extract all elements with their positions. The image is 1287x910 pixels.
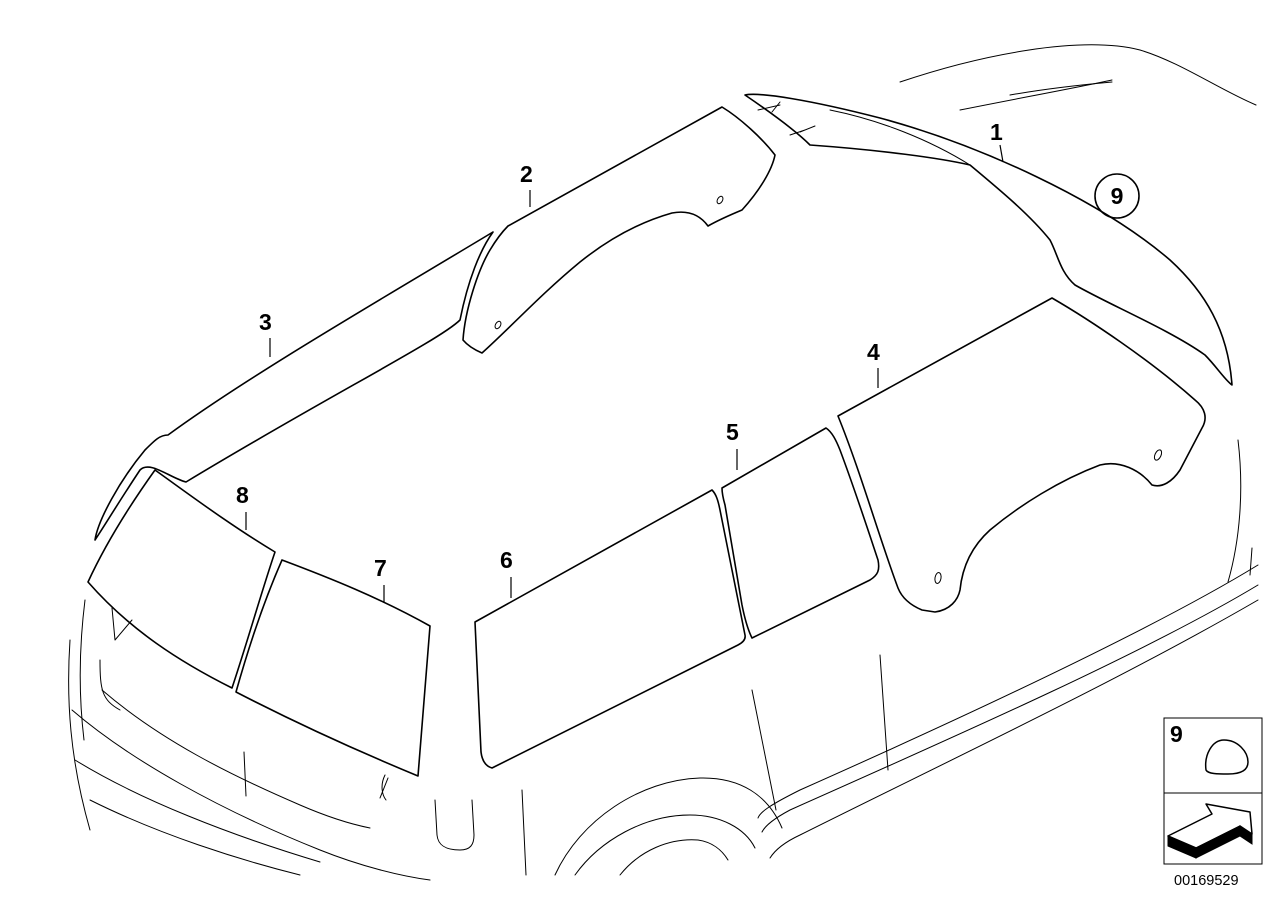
legend-item-number: 9 <box>1170 721 1183 747</box>
callout-7: 7 <box>374 555 387 603</box>
part-7-windshield[interactable] <box>235 559 431 777</box>
svg-text:7: 7 <box>374 555 387 581</box>
arrow-pointer-icon[interactable] <box>1167 803 1253 859</box>
callout-3: 3 <box>259 309 272 357</box>
callout-6: 6 <box>500 547 513 598</box>
svg-text:5: 5 <box>726 419 739 445</box>
part-1-rear-window[interactable] <box>744 93 1233 386</box>
svg-text:6: 6 <box>500 547 513 573</box>
part-4-side-window[interactable] <box>837 297 1206 613</box>
svg-text:2: 2 <box>520 161 533 187</box>
part-3-door-glass[interactable] <box>94 231 494 541</box>
part-6-door-glass[interactable] <box>474 489 746 769</box>
callout-2: 2 <box>520 161 533 207</box>
svg-text:4: 4 <box>867 339 880 365</box>
svg-text:1: 1 <box>990 119 1003 145</box>
svg-text:8: 8 <box>236 482 249 508</box>
document-number: 00169529 <box>1174 873 1239 889</box>
callout-9-circled: 9 <box>1094 173 1140 219</box>
svg-text:9: 9 <box>1111 183 1124 209</box>
callout-8: 8 <box>236 482 249 530</box>
callout-4: 4 <box>867 339 880 388</box>
callout-1: 1 <box>990 119 1004 163</box>
part-8-windshield[interactable] <box>87 469 276 689</box>
part-5-door-glass[interactable] <box>721 427 880 639</box>
car-body-outline <box>68 44 1259 881</box>
callout-5: 5 <box>726 419 739 470</box>
rounded-blob-icon <box>1204 739 1249 775</box>
svg-text:3: 3 <box>259 309 272 335</box>
part-2-door-glass[interactable] <box>462 106 776 354</box>
